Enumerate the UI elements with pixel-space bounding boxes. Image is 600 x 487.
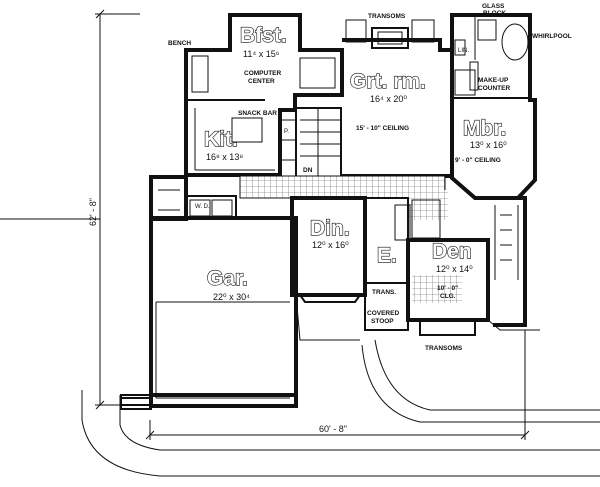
porch-outline — [295, 294, 360, 341]
grt-ceiling-label: 15' - 10" CEILING — [356, 125, 409, 132]
tile-hallway — [240, 176, 445, 198]
grt-rm-size: 16⁴ x 20⁰ — [370, 94, 407, 104]
den-ceiling-label-2: CLG. — [440, 293, 456, 300]
entry-name: E. — [377, 244, 397, 267]
tile-entry — [408, 190, 448, 220]
dn-label: DN — [303, 167, 313, 174]
bfst-size: 11⁴ x 15⁶ — [243, 49, 280, 59]
width-dimension: 60' - 8" — [145, 330, 530, 440]
bfst-name: Bfst. — [240, 24, 287, 47]
laundry: W. D. — [149, 175, 237, 221]
trans-label: TRANS. — [372, 289, 396, 296]
snack-bar-label: SNACK BAR — [238, 110, 277, 117]
transoms-bottom-label: TRANSOMS — [425, 345, 463, 352]
depth-label: 62' - 8" — [88, 198, 98, 226]
make-up-label-2: COUNTER — [478, 85, 510, 92]
din-name: Din. — [310, 217, 350, 240]
computer-center-label-1: COMPUTER — [244, 70, 282, 77]
width-label: 60' - 8" — [319, 424, 347, 434]
covered-stoop-label-2: STOOP — [371, 318, 394, 325]
linen-label: LIN. — [458, 48, 469, 54]
den: Den 12⁰ x 14⁰ 10' - 0" CLG. TRANSOMS — [406, 199, 490, 352]
din-size: 12⁰ x 16⁰ — [312, 240, 349, 250]
kit-name: Kit. — [204, 128, 238, 151]
den-size: 12⁰ x 14⁰ — [436, 264, 473, 274]
den-bay-outline — [487, 319, 540, 331]
driveway — [81, 339, 600, 477]
bench-label: BENCH — [168, 40, 191, 47]
washer-dryer-label: W. D. — [195, 204, 210, 210]
grt-rm-name: Grt. rm. — [350, 70, 426, 93]
den-ceiling-label-1: 10' - 0" — [437, 285, 458, 292]
mbr-ceiling-label: 9' - 0" CEILING — [455, 157, 501, 164]
glass-block-label-2: BLOCK — [483, 10, 506, 17]
garage — [120, 216, 298, 410]
mbr-name: Mbr. — [463, 117, 506, 140]
entry: E. — [364, 197, 411, 284]
computer-center-label-2: CENTER — [248, 78, 275, 85]
master-suite: GLASS BLOCK WHIRLPOOL MAKE-UP COUNTER LI… — [450, 3, 572, 200]
mbr-size: 13⁰ x 16⁰ — [470, 140, 507, 150]
covered-stoop: TRANS. COVERED STOOP — [364, 282, 409, 331]
stair-hall: DN UP — [295, 107, 342, 186]
glass-block-label-1: GLASS — [482, 3, 505, 10]
make-up-label-1: MAKE-UP — [478, 77, 509, 84]
walk-in-closet — [488, 196, 527, 327]
pantry-label: P. — [284, 129, 289, 135]
transoms-top-label: TRANSOMS — [368, 13, 406, 20]
den-name: Den — [432, 240, 472, 263]
covered-stoop-label-1: COVERED — [367, 310, 399, 317]
dining-room: Din. 12⁰ x 16⁰ — [290, 196, 367, 303]
kitchen-breakfast: P. Bfst. 11⁴ x 15⁶ Kit. 16⁸ x 13⁸ BENCH … — [168, 13, 344, 177]
gar-name: Gar. — [207, 267, 248, 290]
great-room: TRANSOMS Grt. rm. 16⁴ x 20⁰ 15' - 10" CE… — [342, 13, 454, 178]
kit-size: 16⁸ x 13⁸ — [206, 152, 243, 162]
depth-dimension: 62' - 8" — [0, 9, 140, 410]
whirlpool-label: WHIRLPOOL — [532, 33, 572, 40]
gar-size: 22⁰ x 30⁴ — [213, 292, 250, 302]
